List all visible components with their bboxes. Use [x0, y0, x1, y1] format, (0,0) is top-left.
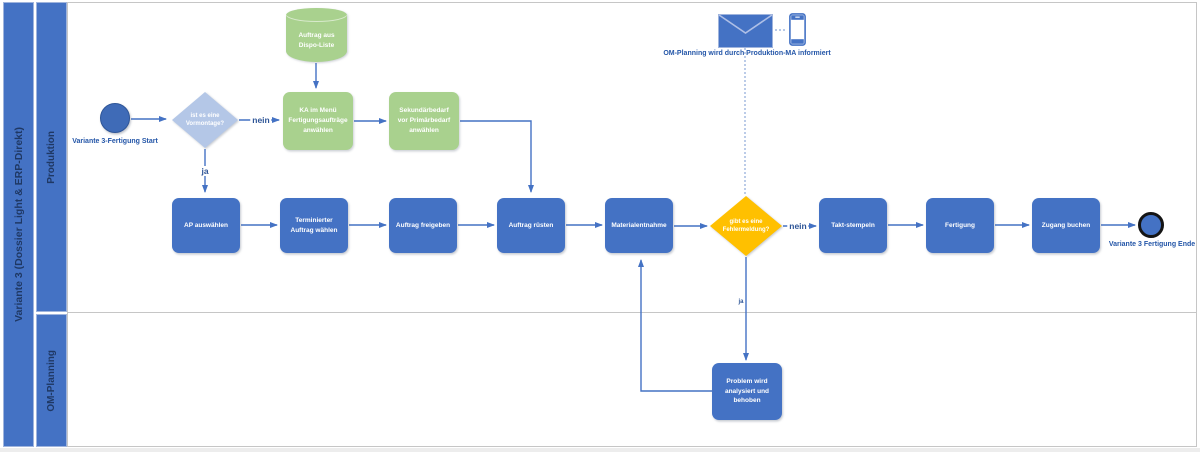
task-sekundaerbedarf-label: Sekundärbedarf vor Primärbedarf anwählen	[397, 107, 451, 134]
start-event	[100, 103, 130, 133]
cylinder-body	[286, 15, 347, 62]
lane-label-produktion: Produktion	[46, 130, 57, 184]
decision-fehlermeldung-shape: gibt es eine Fehlermeldung?	[710, 196, 782, 256]
task-ka-menue: KA im Menü Fertigungsaufträge anwählen	[283, 92, 353, 150]
decision-vormontage-label: ist es eine Vormontage?	[185, 112, 225, 127]
task-ap-auswaehlen: AP auswählen	[172, 198, 240, 253]
end-event-label: Variante 3 Fertigung Ende	[1108, 241, 1196, 248]
edge-label-nein-vormontage: nein	[250, 115, 272, 125]
lane-header-om-planning: OM-Planning	[36, 314, 67, 447]
task-ka-menue-label: KA im Menü Fertigungsaufträge anwählen	[288, 107, 348, 134]
task-ruesten-label: Auftrag rüsten	[508, 221, 554, 229]
task-fertigung: Fertigung	[926, 198, 994, 253]
task-auftrag-ruesten: Auftrag rüsten	[497, 198, 565, 253]
task-zugang-buchen-label: Zugang buchen	[1041, 221, 1091, 229]
cylinder-top	[286, 8, 347, 22]
edge-label-ja-vormontage: ja	[199, 166, 211, 176]
task-terminierter-auftrag: Terminierter Auftrag wählen	[280, 198, 348, 253]
lane-divider	[67, 312, 1197, 313]
task-ap-label: AP auswählen	[184, 221, 228, 229]
task-materialentnahme: Materialentnahme	[605, 198, 673, 253]
task-problem-label: Problem wird analysiert und behoben	[724, 377, 770, 405]
lane-header-produktion: Produktion	[36, 2, 67, 312]
edge-label-ja-fehlermeldung: ja	[737, 299, 745, 305]
pool-title-band: Variante 3 (Dossier Light & ERP-Direkt)	[3, 2, 34, 447]
datastore-label: Auftrag aus Dispo-Liste	[298, 32, 335, 49]
lane-label-om-planning: OM-Planning	[46, 349, 57, 412]
task-sekundaerbedarf: Sekundärbedarf vor Primärbedarf anwählen	[389, 92, 459, 150]
task-takt-stempeln-label: Takt-stempeln	[831, 221, 875, 229]
task-terminierter-auftrag-label: Terminierter Auftrag wählen	[290, 216, 338, 234]
task-zugang-buchen: Zugang buchen	[1032, 198, 1100, 253]
pool-title: Variante 3 (Dossier Light & ERP-Direkt)	[12, 127, 25, 322]
page-edge	[0, 448, 1200, 452]
task-freigeben-label: Auftrag freigeben	[395, 221, 451, 229]
task-materialentnahme-label: Materialentnahme	[611, 221, 667, 229]
decision-fehlermeldung: gibt es eine Fehlermeldung?	[710, 196, 782, 256]
decision-fehlermeldung-label: gibt es eine Fehlermeldung?	[722, 218, 770, 233]
end-event	[1138, 212, 1164, 238]
envelope-icon	[718, 14, 773, 53]
task-problem-behoben: Problem wird analysiert und behoben	[712, 363, 782, 420]
annotation-label: OM-Planning wird durch Produktion-MA inf…	[663, 50, 831, 57]
datastore-dispo-liste: Auftrag aus Dispo-Liste	[286, 8, 347, 62]
task-takt-stempeln: Takt-stempeln	[819, 198, 887, 253]
smartphone-icon	[789, 13, 806, 51]
start-event-label: Variante 3-Fertigung Start	[72, 138, 158, 145]
decision-vormontage-shape: ist es eine Vormontage?	[172, 92, 238, 148]
edge-label-nein-fehlermeldung: nein	[787, 221, 809, 231]
task-auftrag-freigeben: Auftrag freigeben	[389, 198, 457, 253]
decision-vormontage: ist es eine Vormontage?	[172, 92, 238, 148]
task-fertigung-label: Fertigung	[945, 221, 975, 229]
